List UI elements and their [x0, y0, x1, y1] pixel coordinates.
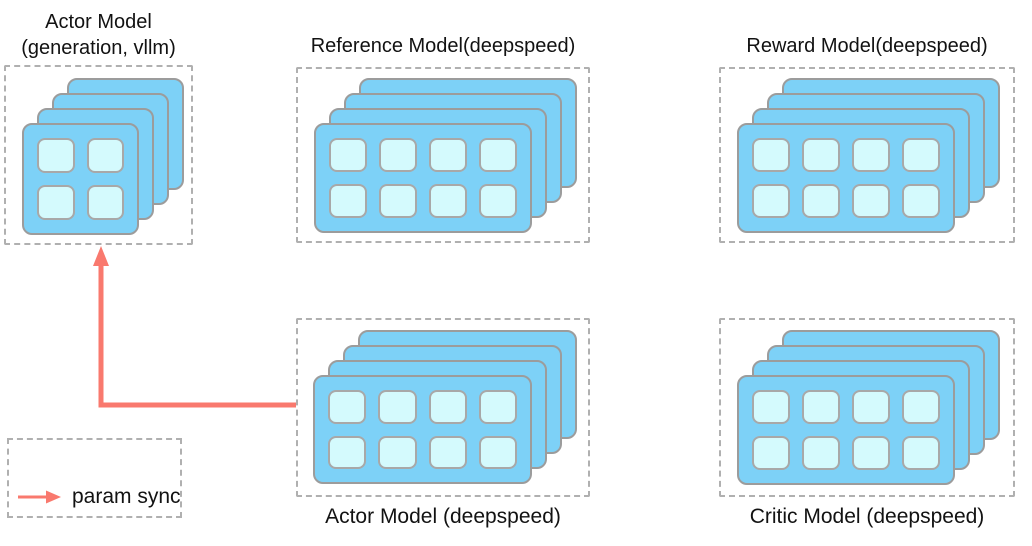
- actor-vllm-label: Actor Model (generation, vllm): [0, 9, 221, 61]
- gpu-cell: [802, 138, 840, 172]
- gpu-grid: [739, 377, 953, 483]
- gpu-cell: [378, 390, 417, 424]
- gpu-stack: [298, 320, 588, 495]
- gpu-cell: [429, 138, 467, 172]
- gpu-cell: [328, 435, 367, 469]
- gpu-cell: [479, 184, 517, 218]
- reward-model-group: Reward Model(deepspeed): [719, 35, 1015, 243]
- reward-model-label: Reward Model(deepspeed): [746, 35, 988, 57]
- gpu-cell: [852, 184, 890, 218]
- gpu-cell: [852, 436, 890, 470]
- actor-vllm-label-line2: (generation, vllm): [21, 37, 176, 59]
- legend-row: param sync: [17, 485, 181, 509]
- gpu-grid: [315, 377, 530, 482]
- gpu-cell: [802, 184, 840, 218]
- gpu-grid: [739, 125, 953, 231]
- legend-box: param sync: [7, 438, 182, 518]
- reference-model-group: Reference Model(deepspeed): [296, 35, 590, 243]
- gpu-card: [737, 375, 955, 485]
- gpu-cell: [428, 435, 467, 469]
- gpu-grid: [24, 125, 137, 233]
- gpu-cell: [329, 138, 367, 172]
- gpu-cell: [479, 138, 517, 172]
- gpu-cell: [37, 185, 75, 220]
- gpu-stack: [721, 69, 1013, 241]
- gpu-cell: [752, 390, 790, 424]
- gpu-stack: [6, 67, 191, 243]
- gpu-cell: [852, 390, 890, 424]
- gpu-cell: [478, 435, 517, 469]
- gpu-cell: [902, 138, 940, 172]
- gpu-cell: [329, 184, 367, 218]
- gpu-card: [314, 123, 532, 233]
- gpu-cell: [37, 138, 75, 173]
- gpu-cell: [752, 184, 790, 218]
- gpu-cell: [86, 138, 124, 173]
- gpu-cell: [802, 390, 840, 424]
- gpu-grid: [316, 125, 530, 231]
- gpu-cell: [429, 184, 467, 218]
- gpu-cell: [379, 184, 417, 218]
- gpu-cell: [852, 138, 890, 172]
- gpu-cell: [86, 185, 124, 220]
- gpu-cell: [378, 435, 417, 469]
- gpu-cell: [802, 436, 840, 470]
- gpu-cell: [379, 138, 417, 172]
- gpu-card: [737, 123, 955, 233]
- gpu-cell: [428, 390, 467, 424]
- legend-label: param sync: [72, 485, 181, 508]
- reference-model-label: Reference Model(deepspeed): [310, 35, 576, 57]
- actor-deepspeed-group: Actor Model (deepspeed): [296, 318, 590, 528]
- gpu-cell: [902, 390, 940, 424]
- gpu-cell: [902, 184, 940, 218]
- gpu-cell: [478, 390, 517, 424]
- gpu-cell: [752, 138, 790, 172]
- gpu-cell: [752, 436, 790, 470]
- gpu-cell: [902, 436, 940, 470]
- actor-vllm-group: Actor Model (generation, vllm): [4, 11, 193, 245]
- param-sync-arrow-icon: [18, 490, 61, 504]
- gpu-cell: [328, 390, 367, 424]
- actor-vllm-label-line1: Actor Model: [45, 11, 152, 33]
- gpu-card: [22, 123, 139, 235]
- gpu-card: [313, 375, 532, 484]
- critic-model-group: Critic Model (deepspeed): [719, 318, 1015, 528]
- gpu-stack: [298, 69, 588, 241]
- critic-model-label: Critic Model (deepspeed): [749, 505, 985, 528]
- gpu-stack: [721, 320, 1013, 495]
- actor-deepspeed-label: Actor Model (deepspeed): [325, 505, 561, 528]
